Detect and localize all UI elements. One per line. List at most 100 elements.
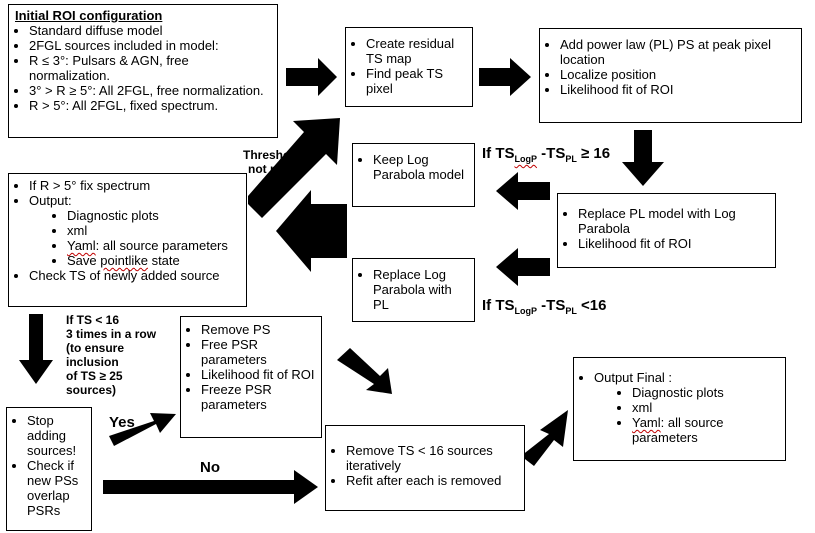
arrow-tsmap-to-addpl [479, 58, 531, 96]
list-item: Replace Log Parabola with PL [373, 267, 468, 312]
replace-pl-list: Replace PL model with Log Parabola Likel… [564, 206, 769, 251]
three-times-line: inclusion [66, 355, 119, 369]
no-label: No [200, 459, 220, 476]
initial-roi-box: Initial ROI configuration Standard diffu… [8, 4, 278, 138]
save-pre: Save [67, 253, 101, 268]
yaml-rest: : all source parameters [95, 238, 228, 253]
remove-ts-box: Remove TS < 16 sources iteratively Refit… [325, 425, 525, 511]
add-pl-box: Add power law (PL) PS at peak pixel loca… [539, 28, 802, 123]
list-item: Check if new PSs overlap PSRs [27, 458, 85, 518]
list-item: R ≤ 3°: Pulsars & AGN, free normalizatio… [29, 53, 271, 83]
list-item: Keep Log Parabola model [373, 152, 468, 182]
cond-lt-mid: -TS [537, 297, 566, 314]
arrow-removeps-to-removets [337, 348, 392, 394]
cond-lt-sub2: PL [565, 306, 577, 316]
cond-lt-suffix: <16 [576, 297, 607, 314]
keep-logp-box: Keep Log Parabola model [352, 143, 475, 207]
initial-roi-title: Initial ROI configuration [15, 8, 163, 23]
cond-ge-sub2: PL [565, 154, 577, 164]
yaml-word: Yaml [632, 415, 661, 430]
arrow-roi-to-tsmap [286, 58, 337, 96]
list-item: Refit after each is removed [346, 473, 518, 488]
remove-ps-box: Remove PS Free PSR parameters Likelihood… [180, 316, 322, 438]
keep-logp-list: Keep Log Parabola model [359, 152, 468, 182]
arrow-addpl-to-replace [622, 130, 664, 186]
list-item: Yaml: all source parameters [632, 415, 779, 445]
list-item: If R > 5° fix spectrum [29, 178, 240, 193]
list-item: Find peak TS pixel [366, 66, 466, 96]
replace-logp-list: Replace Log Parabola with PL [359, 267, 468, 312]
arrow-to-replace-logp [496, 248, 550, 286]
list-item: Likelihood fit of ROI [560, 82, 795, 97]
output-sublist: Diagnostic plots xml Yaml: all source pa… [29, 208, 240, 268]
output-final-list: Output Final : Diagnostic plots xml Yaml… [580, 370, 779, 445]
arrow-no [103, 470, 318, 504]
output-loop-list: If R > 5° fix spectrum Output: Diagnosti… [15, 178, 240, 283]
list-item: Create residual TS map [366, 36, 466, 66]
list-item: Diagnostic plots [67, 208, 240, 223]
three-times-line: (to ensure [66, 341, 125, 355]
three-times-line: 3 times in a row [66, 327, 157, 341]
output-final-label: Output Final : [594, 370, 673, 385]
arrow-to-stop-adding [19, 314, 53, 384]
cond-ge-prefix: If TS [482, 145, 515, 162]
residual-ts-list: Create residual TS map Find peak TS pixe… [352, 36, 466, 96]
three-times-line: If TS < 16 [66, 313, 120, 327]
save-post: state [147, 253, 180, 268]
output-final-box: Output Final : Diagnostic plots xml Yaml… [573, 357, 786, 461]
arrow-to-output-loop [276, 190, 347, 272]
list-item: xml [632, 400, 779, 415]
list-item: Replace PL model with Log Parabola [578, 206, 769, 236]
arrow-to-output-final [521, 410, 568, 466]
yaml-rest: : all source parameters [632, 415, 724, 445]
cond-lt-prefix: If TS [482, 297, 515, 314]
list-item: Output: Diagnostic plots xml Yaml: all s… [29, 193, 240, 268]
threshold-line2: not met [248, 162, 292, 176]
list-item: Save pointlike state [67, 253, 240, 268]
threshold-label: Threshold not met [243, 148, 301, 176]
cond-ge-mid: -TS [537, 145, 566, 162]
yaml-word: Yaml [67, 238, 96, 253]
list-item: Remove PS [201, 322, 315, 337]
condition-lt-16: If TSLogP -TSPL <16 [482, 297, 606, 316]
list-item: Stop adding sources! [27, 413, 85, 458]
threshold-line1: Threshold [243, 148, 302, 162]
cond-ge-suffix: ≥ 16 [576, 145, 611, 162]
add-pl-list: Add power law (PL) PS at peak pixel loca… [546, 37, 795, 97]
residual-ts-box: Create residual TS map Find peak TS pixe… [345, 27, 473, 107]
list-item: Likelihood fit of ROI [578, 236, 769, 251]
list-item: Check TS of newly added source [29, 268, 240, 283]
list-item: Add power law (PL) PS at peak pixel loca… [560, 37, 795, 67]
arrow-threshold-not-met [248, 118, 340, 218]
list-item: Output Final : Diagnostic plots xml Yaml… [594, 370, 779, 445]
list-item: Diagnostic plots [632, 385, 779, 400]
three-times-line: of TS ≥ 25 [66, 369, 123, 383]
remove-ps-list: Remove PS Free PSR parameters Likelihood… [187, 322, 315, 412]
list-item: Likelihood fit of ROI [201, 367, 315, 382]
replace-pl-box: Replace PL model with Log Parabola Likel… [557, 193, 776, 268]
list-item: R > 5°: All 2FGL, fixed spectrum. [29, 98, 271, 113]
output-final-sublist: Diagnostic plots xml Yaml: all source pa… [594, 385, 779, 445]
initial-roi-list: Standard diffuse model 2FGL sources incl… [15, 23, 271, 113]
arrow-yes [109, 413, 176, 446]
cond-ge-sub1: LogP [514, 154, 538, 164]
stop-adding-list: Stop adding sources! Check if new PSs ov… [13, 413, 85, 518]
remove-ts-list: Remove TS < 16 sources iteratively Refit… [332, 443, 518, 488]
list-item: Localize position [560, 67, 795, 82]
list-item: xml [67, 223, 240, 238]
arrow-to-keep-logp [496, 172, 550, 210]
output-label: Output: [29, 193, 72, 208]
list-item: Yaml: all source parameters [67, 238, 240, 253]
pointlike-word: pointlike [100, 253, 148, 268]
list-item: 2FGL sources included in model: [29, 38, 271, 53]
yes-label: Yes [109, 414, 135, 431]
list-item: Standard diffuse model [29, 23, 271, 38]
list-item: Remove TS < 16 sources iteratively [346, 443, 518, 473]
three-times-line: sources) [66, 383, 117, 397]
output-loop-box: If R > 5° fix spectrum Output: Diagnosti… [8, 173, 247, 307]
cond-lt-sub1: LogP [514, 306, 538, 316]
list-item: Free PSR parameters [201, 337, 315, 367]
condition-ge-16: If TSLogP -TSPL ≥ 16 [482, 145, 610, 164]
stop-adding-box: Stop adding sources! Check if new PSs ov… [6, 407, 92, 531]
